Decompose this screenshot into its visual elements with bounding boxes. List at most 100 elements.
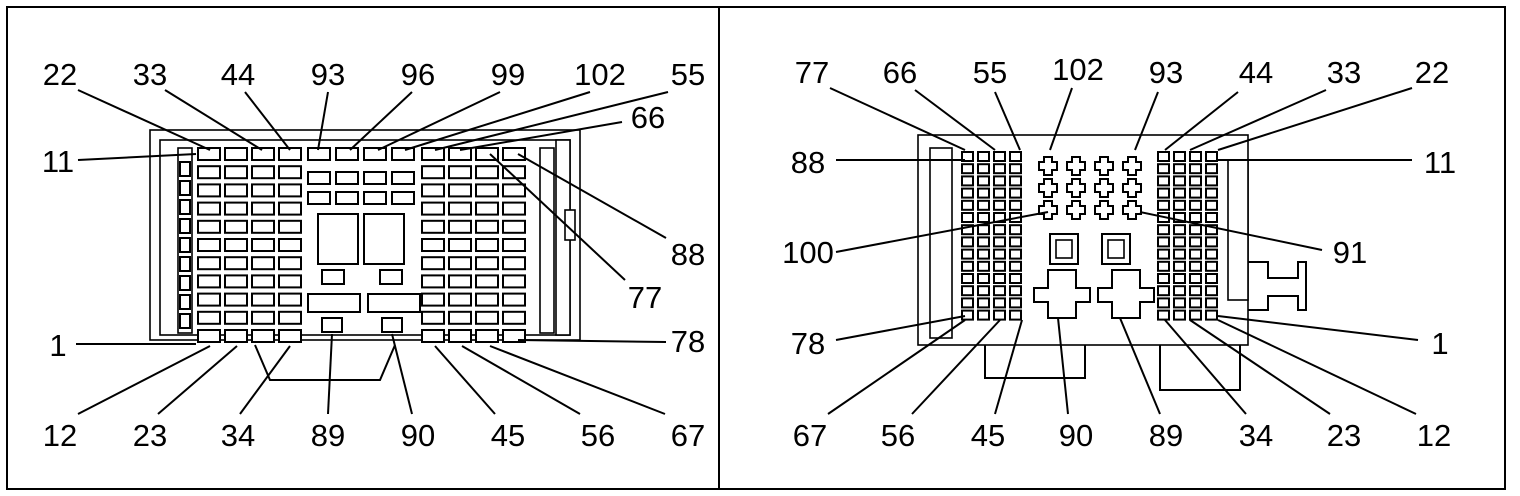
pin-cavity — [1009, 187, 1022, 199]
pin-cavity — [1189, 212, 1202, 223]
left-label-11: 11 — [42, 144, 74, 179]
left-label-88: 88 — [671, 237, 705, 272]
pin-cavity — [977, 175, 990, 187]
pin-cavity — [1173, 224, 1186, 236]
pin-cavity — [475, 256, 499, 271]
pin-cavity — [421, 310, 445, 325]
pin-cavity — [977, 309, 990, 321]
right-label-89: 89 — [1149, 418, 1183, 453]
pin-cavity — [363, 171, 387, 185]
pin-cavity — [1173, 199, 1186, 211]
pin-cavity — [1009, 273, 1022, 284]
cross-terminal — [1122, 156, 1142, 176]
pin-cavity — [1189, 285, 1202, 297]
pin-cavity — [1009, 248, 1022, 260]
pin-cavity — [197, 201, 221, 216]
pin-cavity — [961, 248, 974, 260]
pin-cavity — [197, 329, 221, 343]
pin-cavity — [502, 256, 526, 271]
pin-cavity — [1009, 260, 1022, 272]
pin-cavity — [1009, 151, 1022, 162]
pin-cavity — [421, 219, 445, 234]
right-label-23: 23 — [1327, 418, 1361, 453]
pin-cavity — [1157, 248, 1170, 260]
right-label-33: 33 — [1327, 55, 1361, 90]
pin-cavity — [1157, 151, 1170, 162]
pin-cavity — [179, 199, 191, 215]
pin-cavity — [197, 274, 221, 289]
cross-terminal — [1066, 156, 1086, 176]
pin-cavity — [961, 163, 974, 175]
pin-cavity — [1189, 260, 1202, 272]
left-label-1: 1 — [49, 328, 66, 363]
pin-cavity — [993, 175, 1006, 187]
pin-cavity — [197, 219, 221, 234]
pin-cavity — [1157, 297, 1170, 309]
pin-cavity — [1157, 163, 1170, 175]
pin-cavity — [448, 147, 472, 161]
pin-cavity — [961, 273, 974, 284]
pin-cavity — [475, 310, 499, 325]
cross-terminal — [1094, 156, 1114, 176]
pin-cavity — [421, 165, 445, 180]
pin-cavity — [475, 274, 499, 289]
pin-cavity — [224, 329, 248, 343]
pin-cavity — [251, 183, 275, 198]
right-label-91: 91 — [1333, 235, 1367, 270]
left-label-96: 96 — [401, 57, 435, 92]
left-label-93: 93 — [311, 57, 345, 92]
pin-cavity — [179, 294, 191, 310]
pin-cavity — [307, 191, 331, 205]
left-label-44: 44 — [221, 57, 255, 92]
right-cross-terminals — [1038, 156, 1142, 220]
pin-cavity — [993, 151, 1006, 162]
pin-cavity — [993, 273, 1006, 284]
pin-cavity — [1173, 260, 1186, 272]
pin-cavity — [278, 238, 302, 252]
left-label-89: 89 — [311, 418, 345, 453]
pin-cavity — [448, 201, 472, 216]
pin-cavity — [251, 165, 275, 180]
pin-cavity — [224, 201, 248, 216]
pin-cavity — [1009, 224, 1022, 236]
right-connector-view: 77 66 55 102 93 44 33 22 88 100 78 11 91… — [782, 52, 1456, 453]
pin-cavity — [1009, 199, 1022, 211]
cross-terminal — [1066, 200, 1086, 220]
pin-cavity — [224, 219, 248, 234]
pin-cavity — [1173, 187, 1186, 199]
right-label-102: 102 — [1052, 52, 1104, 87]
left-label-33: 33 — [133, 57, 167, 92]
pin-cavity — [179, 180, 191, 196]
pin-cavity — [1189, 151, 1202, 162]
left-label-56: 56 — [581, 418, 615, 453]
pin-cavity — [197, 310, 221, 325]
right-label-55: 55 — [973, 55, 1007, 90]
pin-cavity — [251, 274, 275, 289]
pin-cavity — [421, 147, 445, 161]
pin-cavity — [1189, 273, 1202, 284]
pin-cavity — [502, 238, 526, 252]
pin-cavity — [1157, 187, 1170, 199]
pin-cavity — [179, 161, 191, 177]
cross-terminal — [1038, 200, 1058, 220]
pin-cavity — [421, 329, 445, 343]
right-label-44: 44 — [1239, 55, 1273, 90]
right-label-66: 66 — [883, 55, 917, 90]
left-label-22: 22 — [43, 57, 77, 92]
pin-cavity — [502, 201, 526, 216]
right-label-90: 90 — [1059, 418, 1093, 453]
pin-cavity — [1205, 199, 1218, 211]
pin-cavity — [197, 147, 221, 161]
left-label-55: 55 — [671, 57, 705, 92]
pin-cavity — [1205, 151, 1218, 162]
pin-cavity — [179, 256, 191, 272]
pin-cavity — [224, 147, 248, 161]
pin-cavity — [448, 238, 472, 252]
pin-cavity — [1173, 151, 1186, 162]
pin-cavity — [1173, 212, 1186, 223]
left-pin-grid — [179, 147, 526, 343]
pin-cavity — [421, 238, 445, 252]
pin-cavity — [1173, 236, 1186, 248]
pin-cavity — [475, 219, 499, 234]
